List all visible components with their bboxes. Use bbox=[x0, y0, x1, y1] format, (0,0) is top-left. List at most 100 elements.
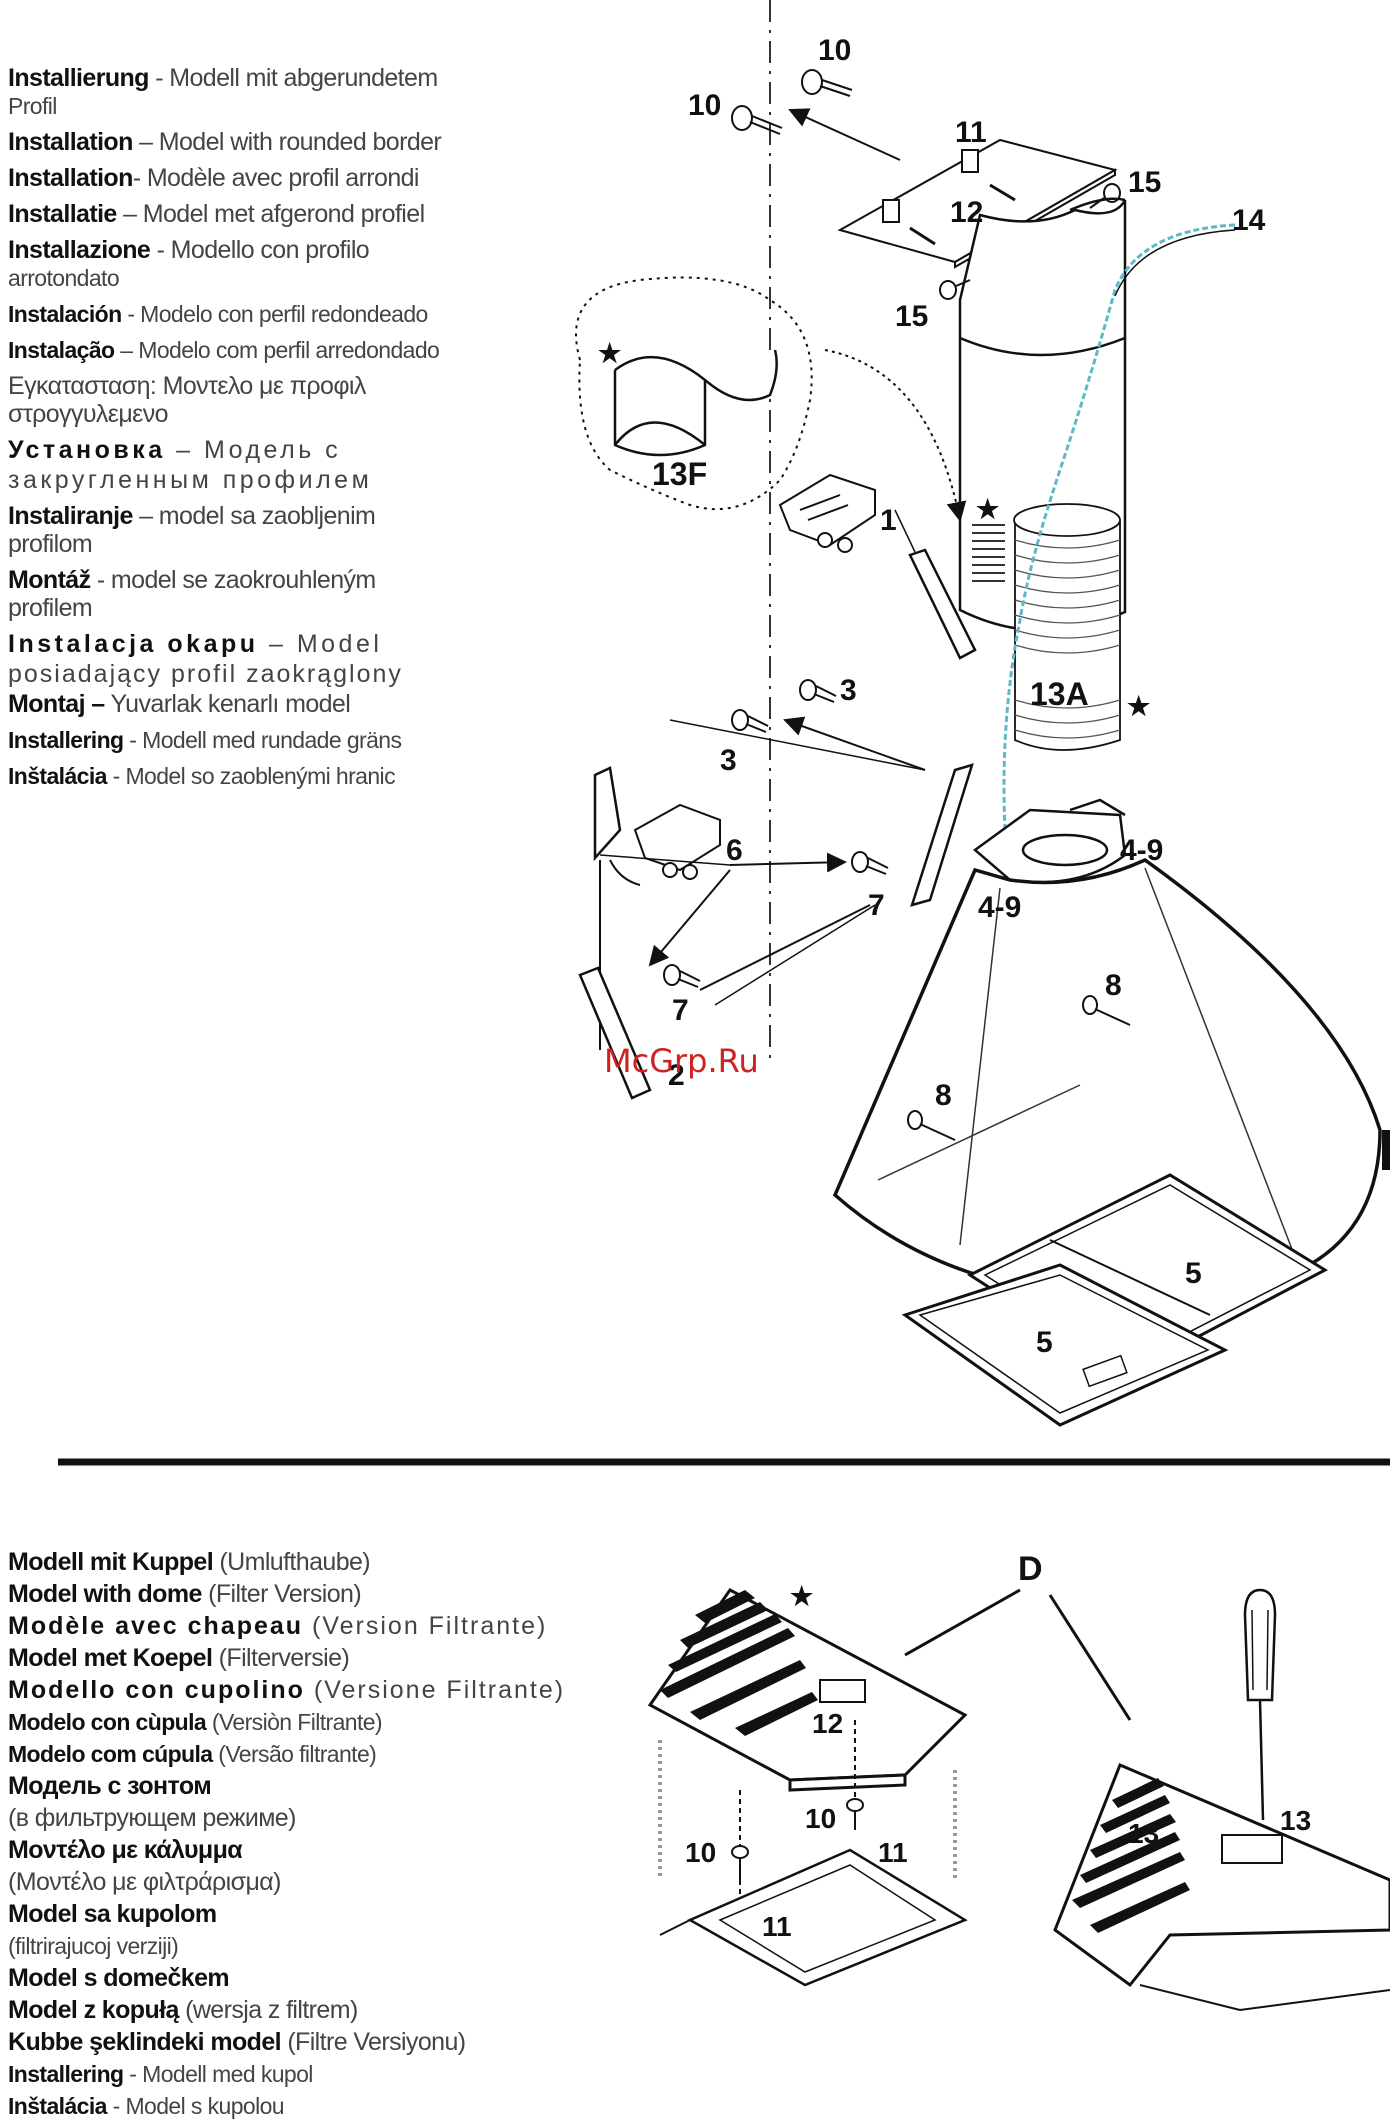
dome-right-base2 bbox=[1239, 1989, 1390, 2011]
text-line: Montáž - model se zaokrouhleným bbox=[8, 566, 376, 594]
upper-fixing-bracket bbox=[778, 473, 876, 553]
text-line: Instalación - Modelo con perfil redondea… bbox=[8, 301, 428, 327]
screw-8-right bbox=[1082, 995, 1131, 1026]
dome-cap-right bbox=[1053, 1763, 1390, 1988]
screw-7-upper bbox=[851, 851, 889, 875]
text-line: Kubbe şeklindeki model (Filtre Versiyonu… bbox=[8, 2028, 466, 2056]
arrow-10 bbox=[788, 108, 901, 161]
text-line: Montaj – Yuvarlak kenarlı model bbox=[8, 690, 351, 718]
star-chimney: ★ bbox=[976, 494, 1000, 524]
label-D: D bbox=[1018, 1550, 1043, 1588]
screwdriver-icon bbox=[1243, 1588, 1277, 1821]
dome-cap bbox=[647, 1588, 968, 1792]
line-6-wall bbox=[599, 854, 731, 866]
text-line: Modello con cupolino (Versione Filtrante… bbox=[8, 1676, 566, 1704]
installation-text-block: Installierung - Modell mit abgerundetem … bbox=[8, 60, 513, 794]
text-line: Εγκατασταση: Μοντελο με προφιλ bbox=[8, 372, 366, 400]
text-line: Installation – Model with rounded border bbox=[8, 128, 442, 156]
screw-3-right bbox=[799, 679, 837, 703]
dome-screw-10-right bbox=[846, 1798, 864, 1830]
arrow-7 bbox=[699, 904, 871, 991]
text-line: Modelo con cùpula (Versiòn Filtrante) bbox=[8, 1709, 383, 1735]
arrow-6-down bbox=[648, 869, 731, 967]
label-15-left: 15 bbox=[895, 300, 928, 333]
chimney-bracket-1 bbox=[908, 548, 977, 660]
grease-filter-5-front bbox=[901, 1263, 1229, 1427]
detail-13F-balloon bbox=[575, 276, 813, 511]
text-line: Model s domečkem bbox=[8, 1964, 230, 1992]
text-line: Installatie – Model met afgerond profiel bbox=[8, 200, 425, 228]
label-11-top: 11 bbox=[955, 116, 987, 149]
text-line: Inštalácia - Model so zaoblenými hranic bbox=[8, 763, 396, 789]
label-4-9-right: 4-9 bbox=[1120, 834, 1163, 867]
dome-bracket bbox=[819, 1679, 866, 1703]
text-line: Instalação – Modelo com perfil arredonda… bbox=[8, 337, 440, 363]
label-13F: 13F bbox=[652, 456, 707, 492]
star-dome: ★ bbox=[790, 1581, 814, 1611]
text-line: Installierung - Modell mit abgerundetem bbox=[8, 64, 438, 92]
text-line: Model z kopułą (wersja z filtrem) bbox=[8, 1996, 358, 2024]
bracket-tabs bbox=[882, 149, 979, 223]
text-line: arrotondato bbox=[8, 265, 120, 291]
label-11-dome-left: 11 bbox=[762, 1911, 792, 1942]
chimney-bracket-7 bbox=[910, 763, 974, 907]
dome-right-bracket bbox=[1221, 1834, 1283, 1864]
text-line: στρογγυλεμενο bbox=[8, 400, 169, 428]
label-12-top: 12 bbox=[950, 196, 983, 229]
screw-12-b bbox=[909, 226, 936, 246]
label-15-right: 15 bbox=[1128, 166, 1161, 199]
label-10-dome-right: 10 bbox=[805, 1803, 836, 1834]
label-3-left: 3 bbox=[720, 744, 737, 777]
label-3-right: 3 bbox=[840, 674, 857, 707]
label-8-right: 8 bbox=[1105, 969, 1122, 1002]
label-7-upper: 7 bbox=[868, 889, 885, 922]
text-line: (Μοντέλο με φιλτράρισμα) bbox=[8, 1868, 281, 1896]
text-line: Model met Koepel (Filterversie) bbox=[8, 1644, 350, 1672]
label-13-inner: 13 bbox=[1128, 1818, 1159, 1849]
label-8-left: 8 bbox=[935, 1079, 952, 1112]
lower-fixing-bracket-6 bbox=[609, 803, 721, 886]
leader-D-left bbox=[904, 1588, 1021, 1657]
text-line: Model sa kupolom bbox=[8, 1900, 217, 1928]
dome-right-slots bbox=[1072, 1778, 1190, 1933]
chimney-vent-grille bbox=[972, 524, 1005, 582]
dome-model-text-block: Modell mit Kuppel (Umlufthaube) Model wi… bbox=[8, 1544, 668, 2124]
screw-3-left bbox=[731, 709, 769, 733]
label-1: 1 bbox=[880, 504, 897, 537]
right-edge-mark bbox=[1382, 1130, 1390, 1170]
text-line: Installazione - Modello con profilo bbox=[8, 236, 370, 264]
cable-outline bbox=[1114, 229, 1236, 297]
text-line: Установка – Модель с bbox=[8, 436, 342, 464]
label-10-top: 10 bbox=[818, 34, 851, 67]
screw-12-a bbox=[989, 183, 1016, 202]
dome-right-base bbox=[1139, 1984, 1241, 2011]
label-11-dome-right: 11 bbox=[878, 1837, 908, 1868]
text-line: posiadający profil zaokrąglony bbox=[8, 660, 403, 688]
bracket-1-leader bbox=[894, 509, 916, 553]
base-plate-edge bbox=[659, 1919, 691, 1936]
text-line: profilem bbox=[8, 594, 93, 622]
power-cable-14 bbox=[1002, 223, 1236, 831]
star-13A: ★ bbox=[1127, 691, 1151, 721]
star-13F: ★ bbox=[598, 338, 622, 368]
text-line: Installering - Modell med kupol bbox=[8, 2061, 313, 2087]
text-line: Model with dome (Filter Version) bbox=[8, 1580, 362, 1608]
screw-10-left bbox=[731, 105, 783, 135]
watermark: McGrp.Ru bbox=[604, 1042, 759, 1080]
arrow-6-right bbox=[729, 852, 847, 873]
screw-10-top bbox=[801, 69, 853, 97]
detail-13F-part bbox=[613, 349, 778, 457]
label-10-dome-left: 10 bbox=[685, 1837, 716, 1868]
hood-outlet-collar bbox=[972, 798, 1127, 884]
duct-ribs bbox=[1014, 539, 1121, 739]
text-line: (filtrirajucoj verziji) bbox=[8, 1933, 179, 1959]
label-10-left: 10 bbox=[688, 89, 721, 122]
text-line: (в фильтрующем режиме) bbox=[8, 1804, 296, 1832]
text-line: profilom bbox=[8, 530, 93, 558]
text-line: Instalacja okapu – Model bbox=[8, 630, 383, 658]
label-7-lower: 7 bbox=[672, 994, 689, 1027]
screw-8-left bbox=[907, 1110, 956, 1141]
label-6: 6 bbox=[726, 834, 743, 867]
screw-7-lower bbox=[663, 964, 701, 988]
text-line: Instaliranje – model sa zaobljenim bbox=[8, 502, 376, 530]
